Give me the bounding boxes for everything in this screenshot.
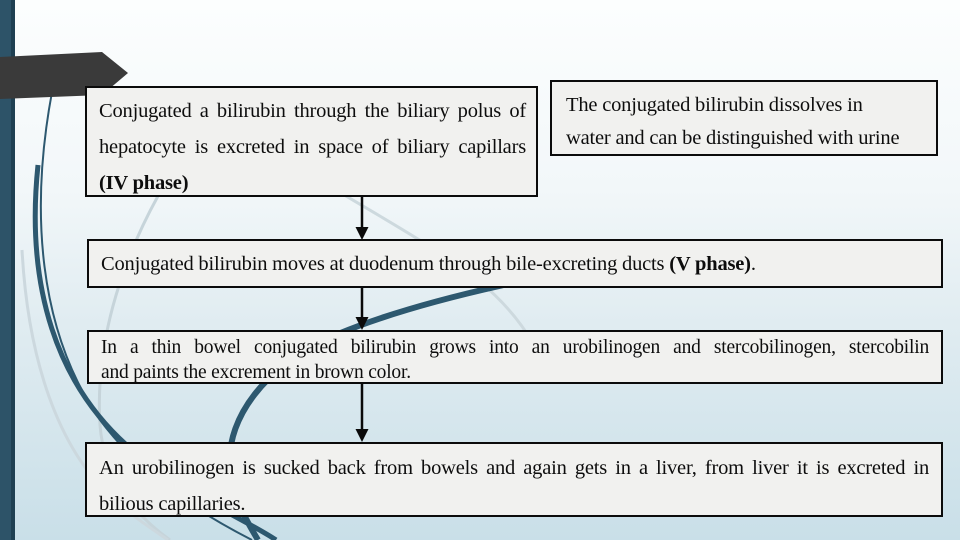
flow-box-text: . [750,253,756,275]
flow-box-bowel: In a thin bowel conjugated bilirubin gro… [87,330,943,384]
flow-arrow-2 [355,288,369,330]
flow-box-text-line: Conjugated bilirubin moves at duodenum t… [101,251,929,277]
phase-label-iv: (IV phase) [99,172,189,194]
flow-box-urine: The conjugated bilirubin dissolves in wa… [550,80,938,156]
flow-box-v-phase: Conjugated bilirubin moves at duodenum t… [87,239,943,288]
flow-box-text-line: Conjugated a bilirubin through the bilia… [99,100,526,122]
flow-box-text-line: bilious capillaries. [99,493,246,515]
flow-box-text-line: An urobilinogen is sucked back from bowe… [99,457,929,479]
sidebar-accent-bar-edge [11,0,15,540]
flow-box-text-line: and paints the excrement in brown color. [101,362,411,383]
flow-box-iv-phase: Conjugated a bilirubin through the bilia… [85,86,538,197]
flow-box-text-line: The conjugated bilirubin dissolves in [566,94,863,116]
phase-label-v: (V phase) [669,253,751,275]
flow-box-reabsorb: An urobilinogen is sucked back from bowe… [85,442,943,517]
flow-box-text-line: water and can be distinguished with urin… [566,127,900,149]
flow-arrow-1 [355,197,369,240]
flow-box-text-line: hepatocyte is excreted in space of bilia… [99,136,526,158]
flow-box-text: Conjugated bilirubin moves at duodenum t… [101,253,670,275]
flow-arrow-3 [355,384,369,442]
flow-box-text-line: In a thin bowel conjugated bilirubin gro… [101,337,929,358]
